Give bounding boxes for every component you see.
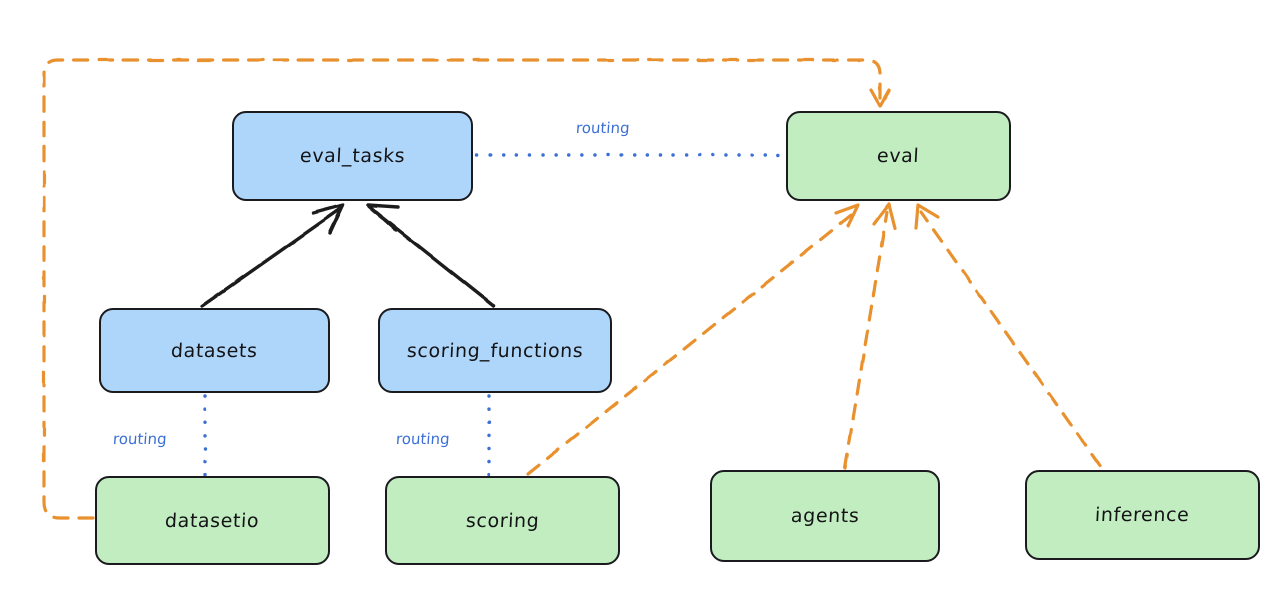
edge-label-routing-datasets: routing: [112, 430, 168, 448]
node-label: datasetio: [164, 509, 261, 532]
edge-scoring_functions-to-eval_tasks: [366, 203, 496, 308]
node-eval[interactable]: eval: [786, 111, 1011, 201]
edge-datasets-to-eval_tasks: [200, 203, 345, 308]
node-eval-tasks[interactable]: eval_tasks: [232, 111, 473, 201]
node-scoring[interactable]: scoring: [385, 476, 620, 565]
edge-label-routing-eval-tasks: routing: [575, 119, 631, 137]
node-label: inference: [1094, 504, 1191, 526]
node-datasets[interactable]: datasets: [99, 308, 330, 393]
node-label: agents: [790, 505, 860, 527]
node-label: eval_tasks: [299, 145, 406, 167]
edge-scoring-to-eval: [526, 203, 860, 476]
node-scoring-functions[interactable]: scoring_functions: [378, 308, 612, 393]
node-label: datasets: [170, 339, 259, 362]
node-agents[interactable]: agents: [710, 470, 940, 562]
node-label: scoring: [465, 509, 540, 532]
edge-datasetio-to-eval: [42, 58, 891, 520]
edge-label-routing-scoring-functions: routing: [395, 430, 451, 448]
edge-inference-to-eval: [914, 203, 1102, 468]
node-label: eval: [876, 145, 921, 167]
edge-agents-to-eval: [843, 202, 897, 470]
node-inference[interactable]: inference: [1025, 470, 1260, 560]
node-label: scoring_functions: [406, 339, 584, 362]
node-datasetio[interactable]: datasetio: [95, 476, 330, 565]
